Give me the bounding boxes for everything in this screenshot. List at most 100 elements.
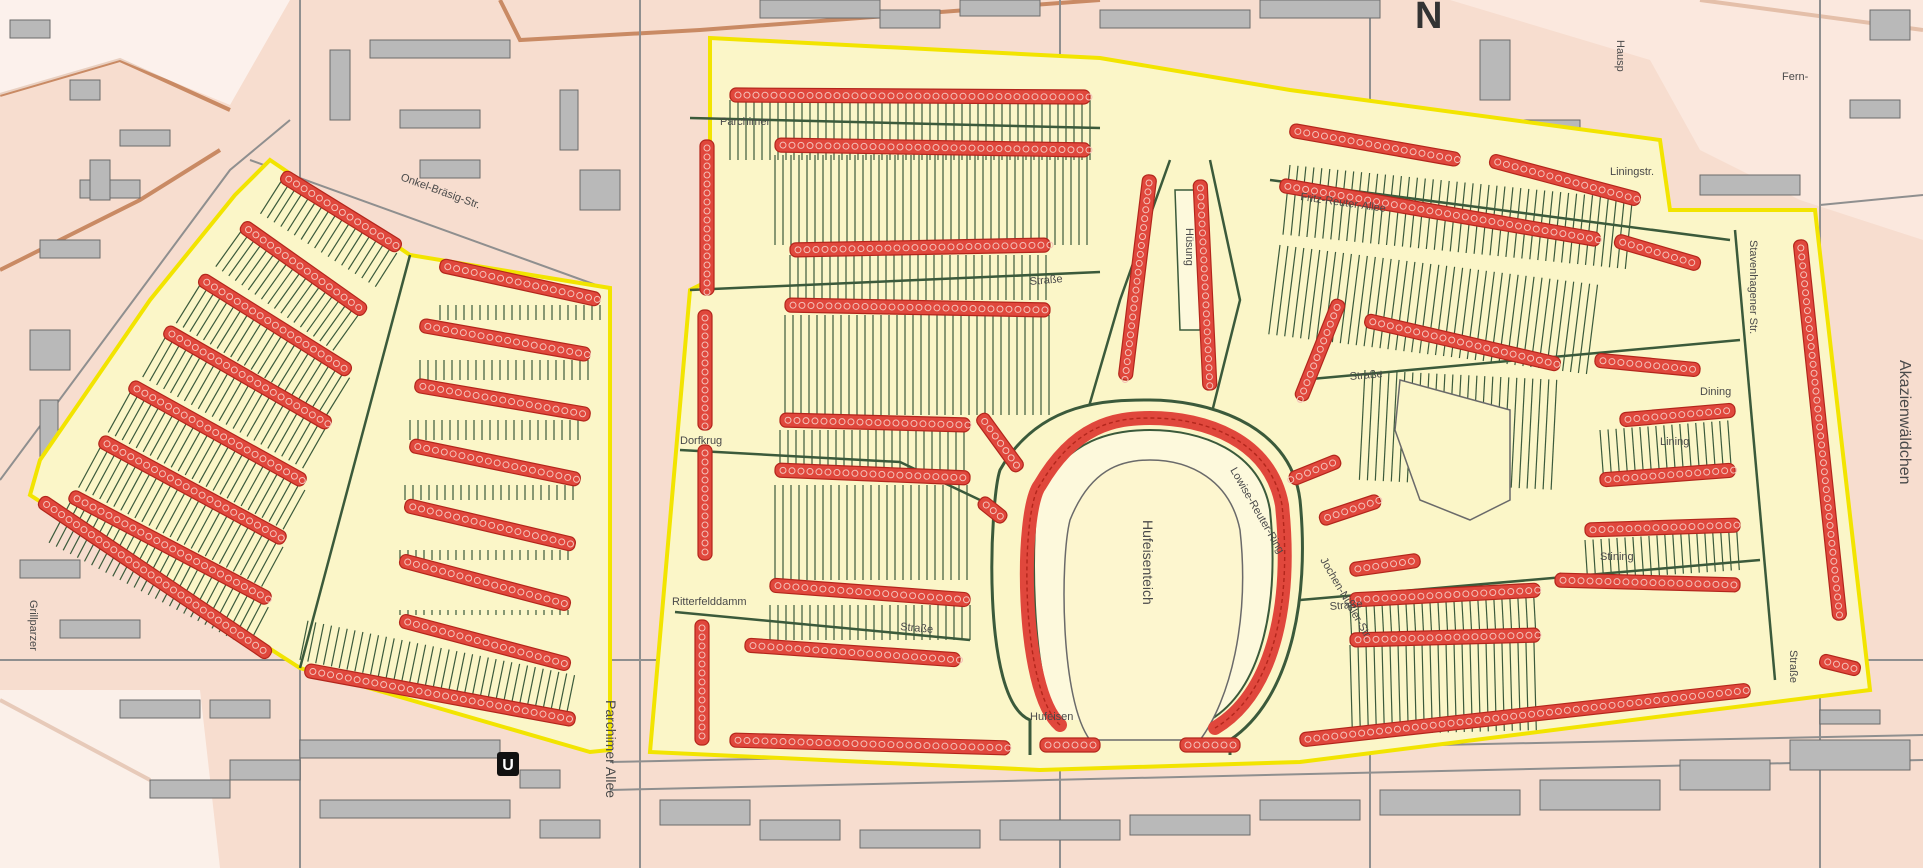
label-stavenhagener: Stavenhagener Str. [1747,240,1759,334]
outside-building [299,739,501,759]
house-row [1594,352,1701,378]
house-row [744,637,963,668]
outside-building [149,779,231,799]
house-row [1818,653,1862,677]
outside-building [119,129,171,147]
outside-building [1479,39,1511,101]
label-hausp: Hausp [1614,40,1626,72]
house-row [1294,298,1346,403]
house-row [1039,737,1101,753]
house-row [398,553,572,612]
label-parchimer-small: Parchimer [720,116,770,128]
label-grillparzer: Grillparzer [27,600,39,651]
house-row [1192,179,1218,391]
outside-building [1849,99,1901,119]
hufeisenteich-pond [1063,459,1244,741]
house-row [1599,462,1738,488]
outside-building [9,19,51,39]
house-row [414,378,591,422]
outside-building [39,239,101,259]
label-strasse-3: Straße [1329,598,1363,613]
label-hufeisenteich: Hufeisenteich [1140,520,1156,605]
label-strasse-2: Straße [900,621,934,636]
label-akazienwaeldchen: Akazienwäldchen [1896,360,1913,485]
outside-building [19,559,81,579]
house-row [1619,402,1736,428]
label-lining: Lining [1660,436,1689,448]
outside-building [1379,789,1521,816]
outside-building [559,89,579,151]
outside-building [89,159,111,201]
label-strasse-4: Straße [1787,650,1799,683]
house-row [98,435,287,545]
house-row [128,380,307,487]
house-row [1318,494,1383,526]
outside-building [399,109,481,129]
house-row [37,495,273,660]
outside-building [69,79,101,101]
house-row [789,237,1054,258]
outside-building [959,0,1041,17]
outside-building [1789,739,1911,771]
house-row [1179,737,1241,753]
outside-building [1869,9,1911,41]
label-dining: Dining [1700,386,1731,398]
outside-building [59,619,141,639]
house-row [1584,517,1741,538]
label-hufeisen: Hufeisen [1030,711,1073,723]
outside-building [759,819,841,841]
outside-building [419,159,481,179]
house-row [1554,572,1741,593]
house-row [729,732,1012,756]
house-row [304,663,576,727]
label-parchimer-allee: Parchimer Allee [603,700,619,798]
label-dorfkrug: Dorfkrug [680,435,722,447]
house-row [1349,553,1421,577]
outside-buildings [9,0,1911,849]
house-row [774,462,971,486]
house-row [784,297,1051,318]
house-row [1299,683,1751,747]
terraced-houses [37,87,1862,756]
outside-building [1539,779,1661,811]
outside-building [1099,9,1251,29]
subway-icon: U [497,752,519,776]
outside-building [229,759,301,781]
house-row [439,258,601,307]
house-row [1289,123,1461,167]
outside-building [119,699,201,719]
house-row [197,273,353,377]
outside-building [329,49,351,121]
house-row [1279,178,1602,247]
outside-building [659,799,751,826]
label-stining: Stining [1600,551,1634,563]
house-row [163,325,332,430]
house-row [239,221,368,316]
outside-building [879,9,941,29]
house-row [697,444,713,561]
house-row [779,412,972,433]
house-row [1793,239,1847,621]
house-row [398,613,572,672]
north-indicator: N [1415,0,1442,37]
outside-building [1699,174,1801,196]
house-row [1118,174,1157,383]
outside-building [369,39,511,59]
house-row [419,318,591,362]
outside-building [1129,814,1251,836]
house-row [1488,153,1642,207]
house-row [68,490,272,605]
house-row [694,619,710,746]
house-row [1287,454,1342,486]
label-fern: Fern- [1782,71,1809,83]
outside-building [319,799,511,819]
courtyard-east [1394,379,1511,521]
outside-building [29,329,71,371]
house-row [699,139,715,296]
house-row [1349,627,1542,648]
house-row [729,87,1093,105]
north-label: N [1415,0,1442,37]
house-row [1613,234,1702,271]
hufeisen-ring [990,398,1304,755]
